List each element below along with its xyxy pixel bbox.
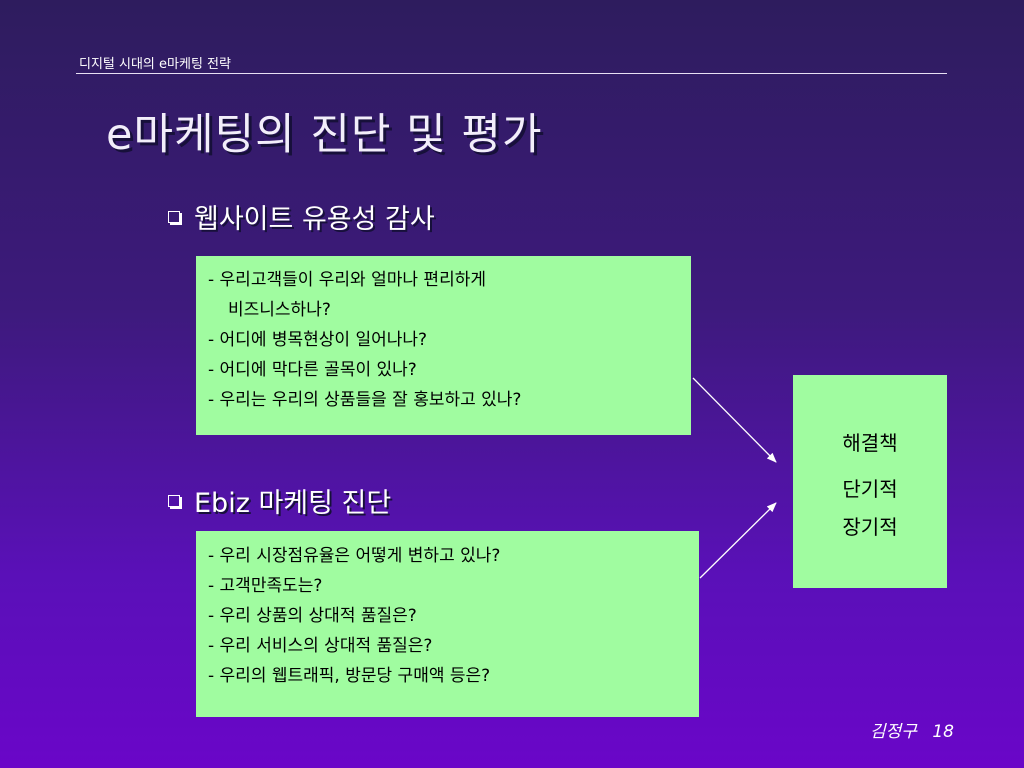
slide-title: e마케팅의 진단 및 평가	[106, 110, 543, 160]
question-line: - 우리 서비스의 상대적 품질은?	[208, 636, 433, 656]
solution-heading: 해결책	[842, 431, 898, 455]
solution-short-term: 단기적	[842, 477, 898, 501]
solution-long-term: 장기적	[842, 515, 898, 539]
question-line: - 어디에 막다른 골목이 있나?	[208, 360, 417, 380]
section-bullet-ebiz-diagnosis: Ebiz 마케팅 진단	[168, 481, 391, 520]
arrow-to-solution-lower	[699, 502, 777, 579]
section-heading: 웹사이트 유용성 감사	[194, 204, 435, 235]
website-audit-questions-box: - 우리고객들이 우리와 얼마나 편리하게 비즈니스하나? - 어디에 병목현상…	[196, 256, 691, 435]
header-title: 디지털 시대의 e마케팅 전략	[79, 57, 231, 72]
ebiz-diagnosis-questions-box: - 우리 시장점유율은 어떻게 변하고 있나? - 고객만족도는? - 우리 상…	[196, 531, 699, 717]
question-line: - 우리의 웹트래픽, 방문당 구매액 등은?	[208, 666, 491, 686]
square-bullet-icon	[168, 210, 180, 223]
footer-page-number: 18	[932, 722, 954, 742]
solution-box: 해결책 단기적 장기적	[793, 375, 947, 588]
question-line: - 어디에 병목현상이 일어나나?	[208, 330, 428, 350]
footer-author: 김정구	[870, 722, 917, 742]
square-bullet-icon	[168, 494, 180, 507]
question-line: - 고객만족도는?	[208, 576, 323, 596]
header-divider	[76, 73, 947, 74]
question-line: - 우리는 우리의 상품들을 잘 홍보하고 있나?	[208, 390, 522, 410]
footer: 김정구 18	[870, 717, 954, 742]
question-line: - 우리 상품의 상대적 품질은?	[208, 606, 417, 626]
question-line: 비즈니스하나?	[228, 300, 331, 320]
arrow-to-solution-upper	[692, 377, 777, 463]
section-bullet-website-audit: 웹사이트 유용성 감사	[168, 197, 435, 236]
section-heading: Ebiz 마케팅 진단	[194, 488, 392, 519]
question-line: - 우리 시장점유율은 어떻게 변하고 있나?	[208, 546, 501, 566]
question-line: - 우리고객들이 우리와 얼마나 편리하게	[208, 270, 486, 290]
